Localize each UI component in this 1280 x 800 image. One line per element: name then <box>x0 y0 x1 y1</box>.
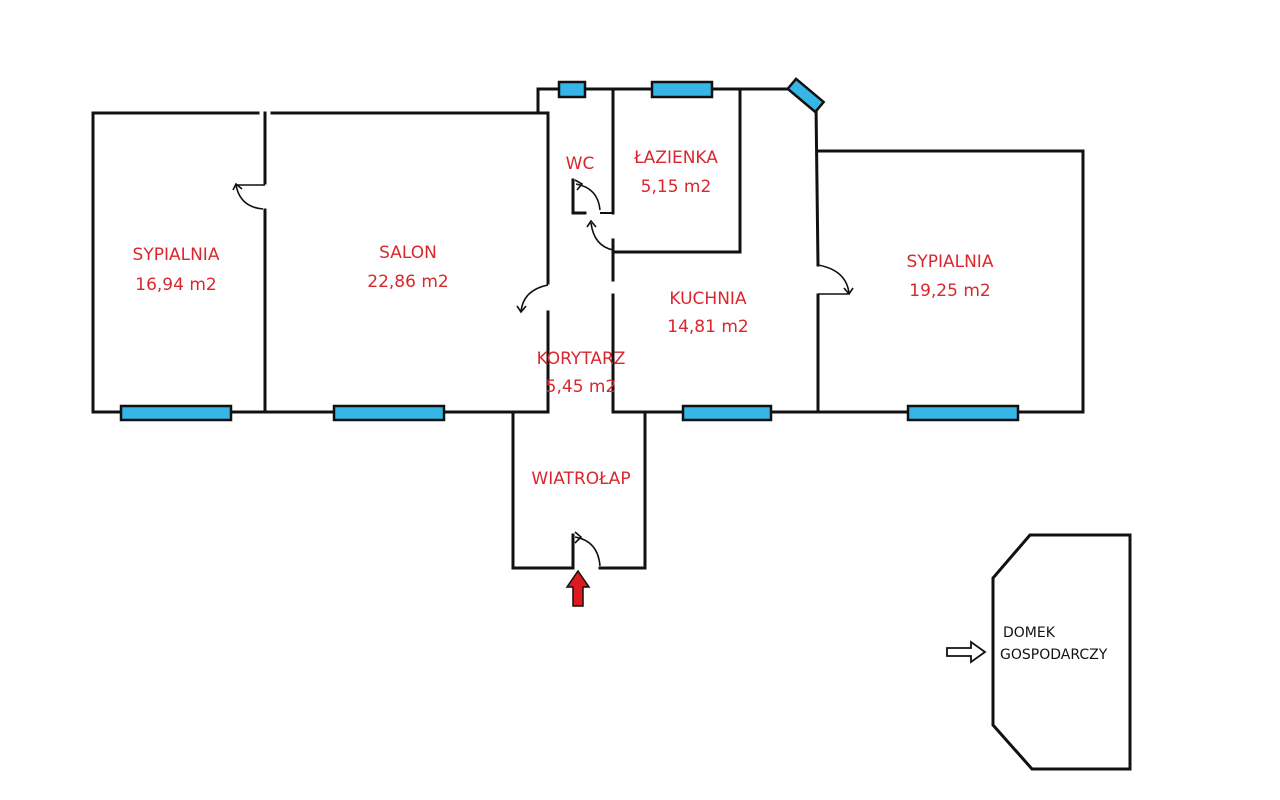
door-swing-icon <box>232 182 265 210</box>
room-label-salon: SALON <box>379 243 437 263</box>
room-area-bedroom-right: 19,25 m2 <box>909 281 990 301</box>
door-swing-icon <box>574 531 601 567</box>
window-icon <box>785 77 826 114</box>
room-label-bedroom-right: SYPIALNIA <box>907 252 994 272</box>
wall-bath-bottom <box>611 250 742 282</box>
room-label-korytarz: KORYTARZ <box>537 349 626 369</box>
window-icon <box>650 80 714 99</box>
shed-label-line1: DOMEK <box>1003 625 1056 641</box>
window-icon <box>906 404 1020 422</box>
wall-salon <box>270 111 550 285</box>
room-label-bedroom-left: SYPIALNIA <box>133 245 220 265</box>
window-icon <box>557 80 587 99</box>
wall-kitchen-right-upper <box>814 103 820 267</box>
door-swing-icon <box>516 284 549 314</box>
room-area-kuchnia: 14,81 m2 <box>667 317 748 337</box>
shed-arrow-icon <box>946 640 987 664</box>
window-icon <box>681 404 773 422</box>
room-labels: SYPIALNIA 16,94 m2 SALON 22,86 m2 WC ŁAZ… <box>133 148 994 489</box>
walls <box>91 87 1132 771</box>
wall-wc-bottom <box>571 178 587 215</box>
door-swing-icon <box>586 219 614 251</box>
wall-shed <box>991 533 1132 771</box>
door-swing-icon <box>817 264 854 296</box>
room-label-wiatrolap: WIATROŁAP <box>531 469 630 489</box>
wall-vestibule-left <box>511 410 575 570</box>
door-swing-icon <box>574 179 601 211</box>
room-label-wc: WC <box>566 154 595 174</box>
window-icon <box>119 404 233 422</box>
room-area-lazienka: 5,15 m2 <box>641 177 712 197</box>
room-label-lazienka: ŁAZIENKA <box>633 148 718 168</box>
room-area-korytarz: 5,45 m2 <box>546 377 617 397</box>
room-area-salon: 22,86 m2 <box>367 272 448 292</box>
shed-labels: DOMEK GOSPODARCZY <box>1000 625 1108 663</box>
entry-arrow-icon <box>565 569 591 607</box>
room-label-kuchnia: KUCHNIA <box>669 289 747 309</box>
window-icon <box>332 404 446 422</box>
wall-vestibule-right <box>598 410 647 570</box>
room-area-bedroom-left: 16,94 m2 <box>135 275 216 295</box>
windows <box>119 77 1020 422</box>
shed-label-line2: GOSPODARCZY <box>1000 647 1108 663</box>
doors <box>232 179 854 567</box>
